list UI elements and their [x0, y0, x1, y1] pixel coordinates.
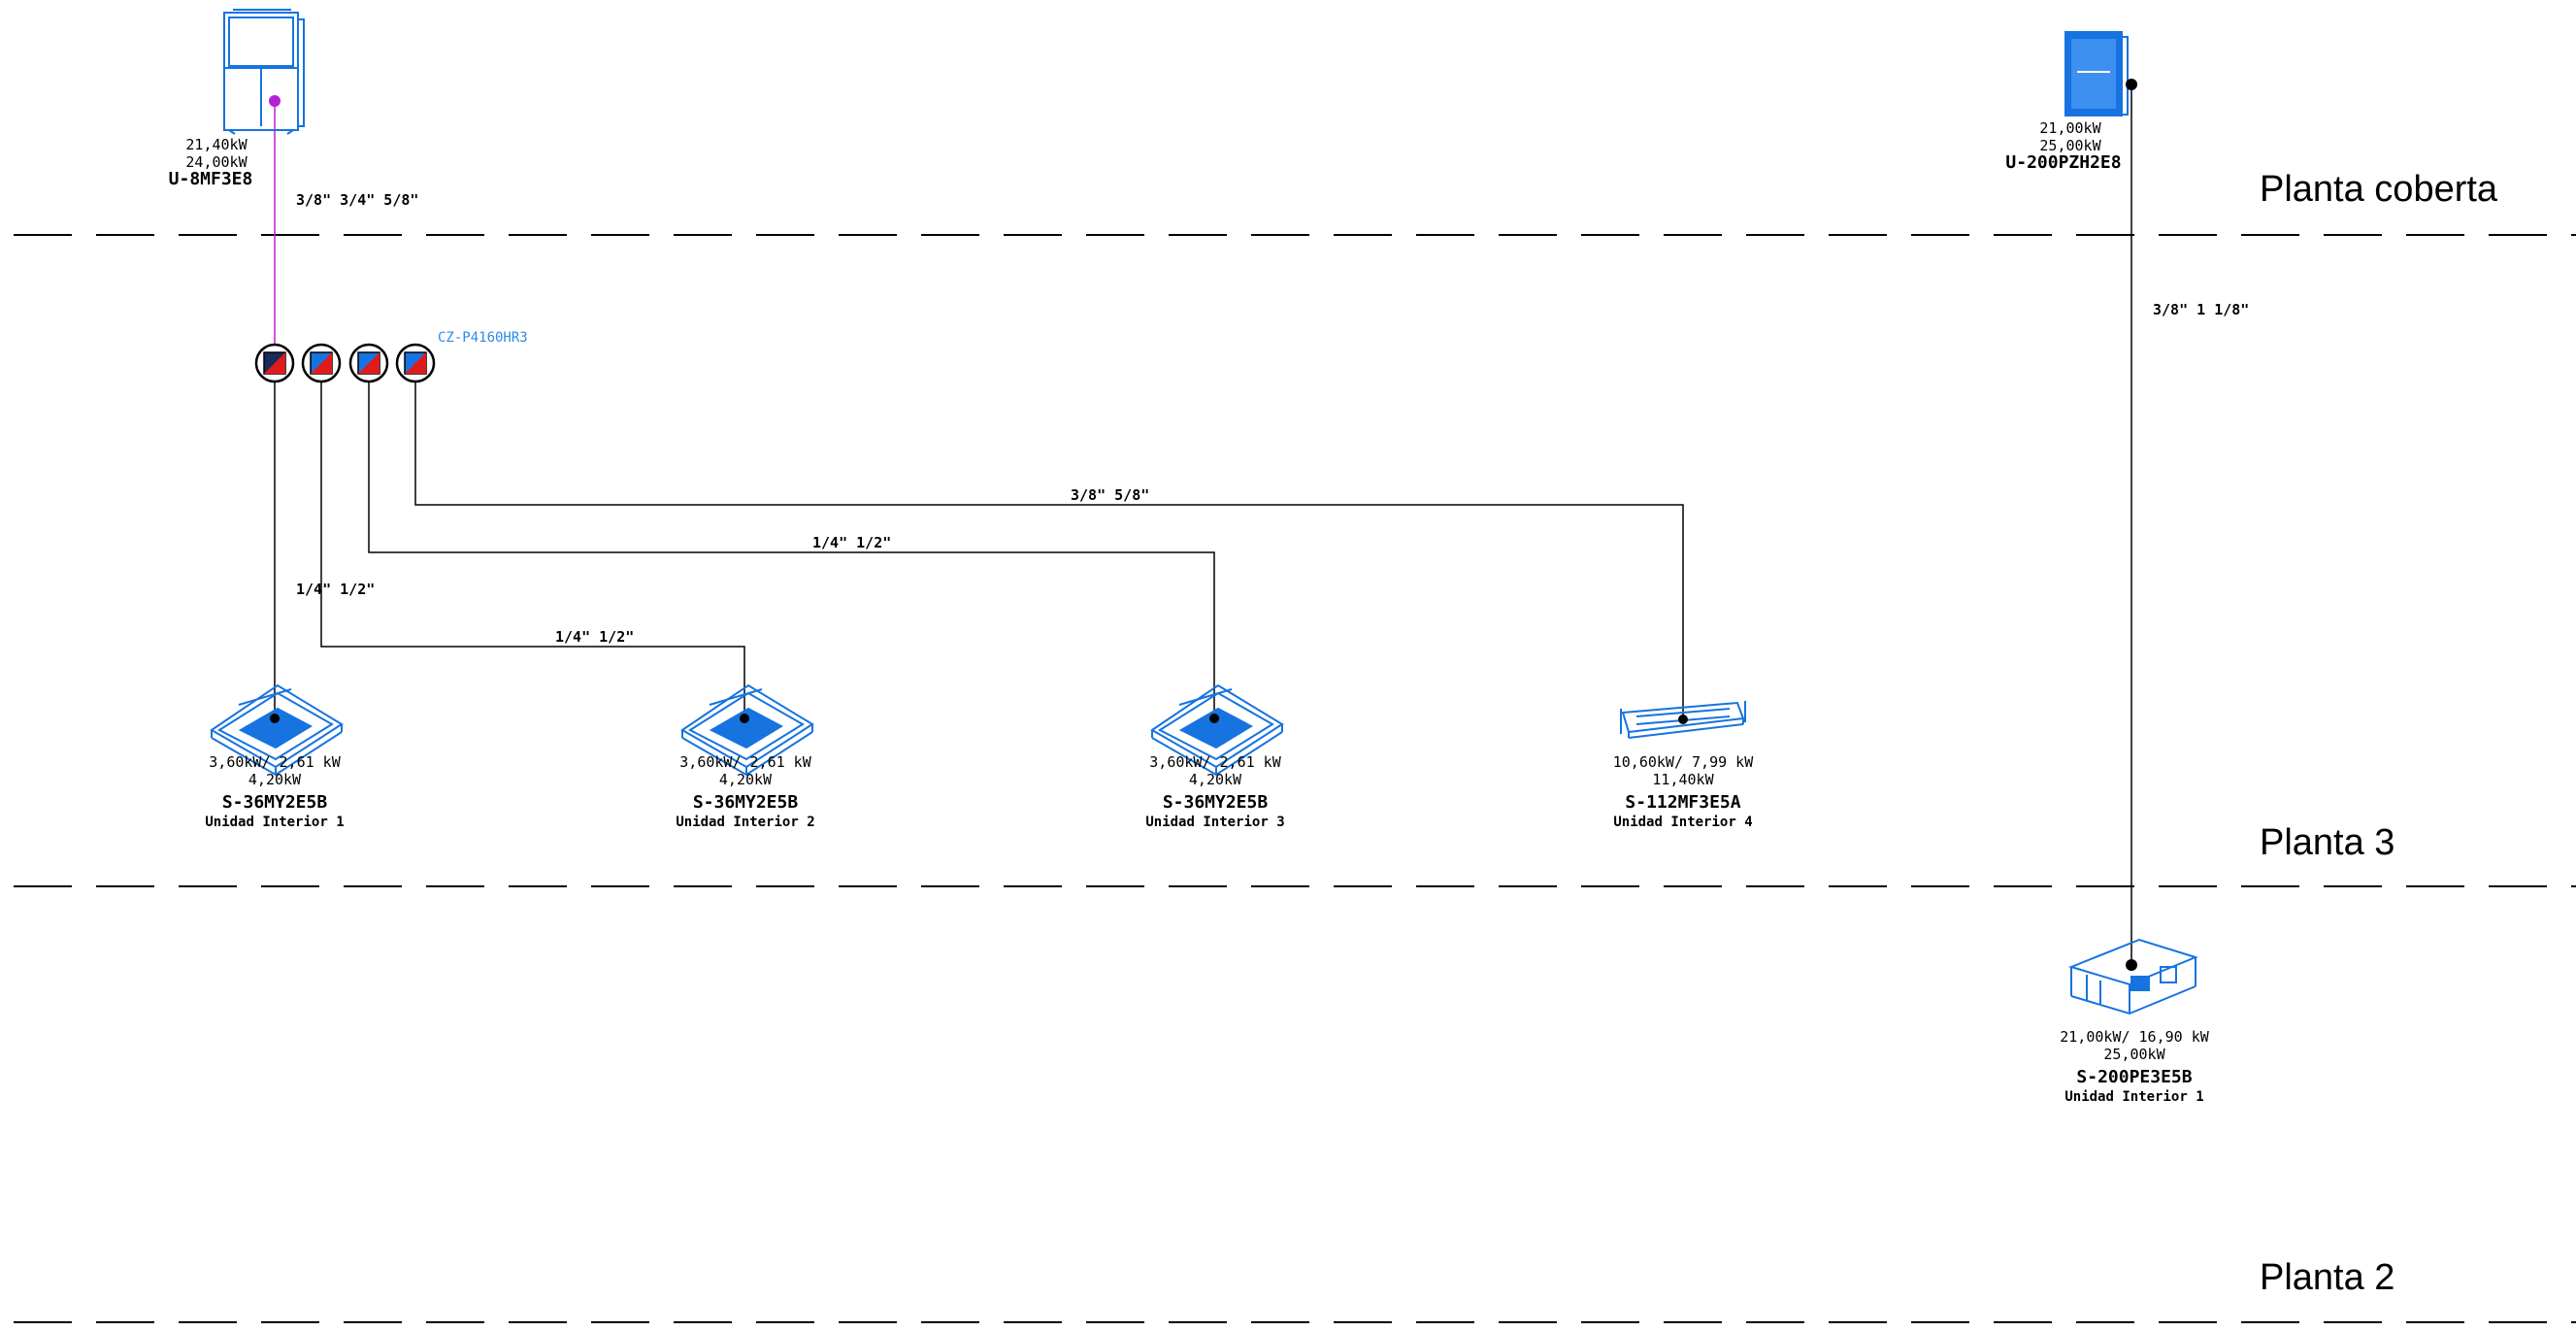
pipe-label-outdoor-1: 3/8" 3/4" 5/8" — [296, 191, 418, 209]
indoor-unit-2-icon — [680, 683, 814, 777]
indoor-unit-4-capacity-2: 11,40kW — [1652, 771, 1714, 788]
indoor-unit-1-capacity-2: 4,20kW — [248, 771, 302, 788]
indoor-unit-2-capacity-2: 4,20kW — [719, 771, 773, 788]
outdoor-unit-1-capacity-1: 21,40kW — [185, 136, 248, 153]
branch-port-3-icon — [348, 343, 389, 383]
indoor-unit-5-icon — [2067, 938, 2198, 1015]
indoor-unit-1-model: S-36MY2E5B — [222, 792, 328, 813]
branch-port-1-icon — [254, 343, 295, 383]
outdoor-unit-2-icon — [2064, 31, 2129, 116]
pipe-label-outdoor-2: 3/8" 1 1/8" — [2153, 301, 2249, 318]
pipe-branch-3 — [368, 383, 1215, 718]
indoor-unit-2-name: Unidad Interior 2 — [676, 815, 814, 830]
indoor-unit-4-connection — [1678, 715, 1688, 724]
indoor-unit-1-name: Unidad Interior 1 — [205, 815, 344, 830]
indoor-unit-2-model: S-36MY2E5B — [693, 792, 799, 813]
pipe-branch-2 — [320, 383, 745, 718]
indoor-unit-3-capacity-2: 4,20kW — [1189, 771, 1242, 788]
indoor-unit-4-capacity-1: 10,60kW/ 7,99 kW — [1613, 753, 1754, 771]
pipe-label-branch-1: 1/4" 1/2" — [296, 581, 375, 598]
floor-label-planta-3: Planta 3 — [2260, 822, 2394, 863]
outdoor-unit-2-model: U-200PZH2E8 — [2005, 152, 2121, 173]
branch-controller — [254, 343, 436, 383]
branch-port-2-icon — [301, 343, 342, 383]
controller-label: CZ-P4160HR3 — [438, 330, 528, 346]
indoor-unit-5-connection — [2126, 959, 2137, 971]
outdoor-unit-1-connection — [269, 95, 281, 107]
floor-label-planta-2: Planta 2 — [2260, 1257, 2394, 1298]
indoor-unit-3-icon — [1150, 683, 1284, 777]
branch-port-4-icon — [395, 343, 436, 383]
indoor-unit-5-model: S-200PE3E5B — [2076, 1067, 2192, 1087]
indoor-unit-3-name: Unidad Interior 3 — [1145, 815, 1284, 830]
indoor-unit-5-capacity-1: 21,00kW/ 16,90 kW — [2060, 1028, 2209, 1046]
indoor-unit-1-capacity-1: 3,60kW/ 2,61 kW — [209, 753, 341, 771]
indoor-unit-2-capacity-1: 3,60kW/ 2,61 kW — [679, 753, 811, 771]
indoor-unit-4-model: S-112MF3E5A — [1625, 792, 1740, 813]
indoor-unit-1-icon — [210, 683, 344, 777]
outdoor-unit-1-capacity-2: 24,00kW — [185, 153, 248, 171]
indoor-unit-5-capacity-2: 25,00kW — [2103, 1046, 2165, 1063]
outdoor-unit-1-icon — [223, 9, 305, 135]
pipe-branch-4 — [414, 383, 1684, 718]
outdoor-unit-2-capacity-2: 25,00kW — [2039, 137, 2101, 154]
floor-label-coberta: Planta coberta — [2260, 169, 2498, 210]
indoor-unit-5-name: Unidad Interior 1 — [2064, 1089, 2203, 1105]
outdoor-unit-2-connection — [2126, 79, 2137, 90]
pipe-label-branch-2: 1/4" 1/2" — [555, 628, 634, 646]
indoor-unit-3-model: S-36MY2E5B — [1163, 792, 1269, 813]
pipe-label-branch-4: 3/8" 5/8" — [1071, 486, 1149, 504]
outdoor-unit-2-capacity-1: 21,00kW — [2039, 119, 2101, 137]
pipe-label-branch-3: 1/4" 1/2" — [812, 534, 891, 551]
indoor-unit-3-capacity-1: 3,60kW/ 2,61 kW — [1149, 753, 1281, 771]
outdoor-unit-1-model: U-8MF3E8 — [169, 169, 253, 189]
indoor-unit-4-name: Unidad Interior 4 — [1613, 815, 1752, 830]
indoor-unit-3-connection — [1209, 714, 1219, 723]
indoor-unit-1-connection — [270, 714, 280, 723]
indoor-unit-2-connection — [740, 714, 749, 723]
